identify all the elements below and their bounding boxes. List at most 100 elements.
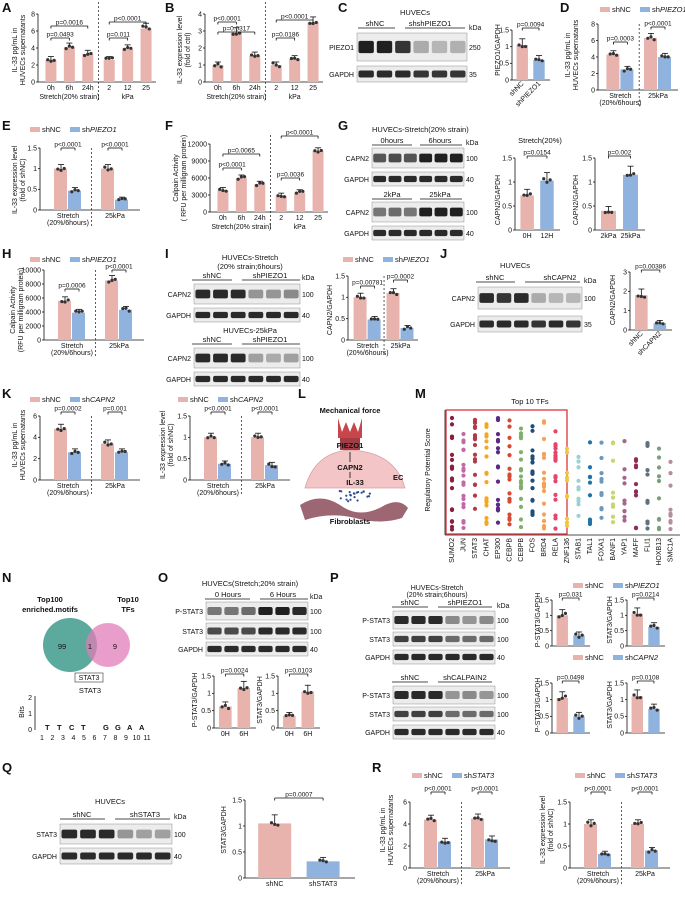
pq2-data-point xyxy=(632,610,636,615)
e-bar xyxy=(101,168,114,210)
p-blot-band xyxy=(428,616,443,624)
p2-blot-band xyxy=(462,710,477,718)
g-blot-label: GAPDH xyxy=(344,231,369,238)
g2-data-point xyxy=(632,172,636,176)
b-y-label: IL-33 expression level xyxy=(177,16,184,85)
iq-legend-sh: sh xyxy=(395,255,403,264)
j-blot-band xyxy=(479,293,494,303)
a-p-value: p<0.0001 xyxy=(114,16,142,23)
a-y-tick-label: 8 xyxy=(31,11,35,18)
e-y-label: (fold of shNC) xyxy=(20,158,27,201)
e-data-point xyxy=(56,167,60,171)
f-data-point xyxy=(279,194,283,198)
i-blot-background xyxy=(193,283,301,305)
rr-bar xyxy=(598,853,611,868)
m-data-point xyxy=(541,483,547,488)
kr-legend-sh: sh xyxy=(230,395,238,404)
h-y-label: Calpain Activity xyxy=(10,286,17,334)
m-data-point xyxy=(599,491,604,496)
n-overlap-count: 1 xyxy=(88,642,92,651)
h-y-tick-label: 10000 xyxy=(22,267,42,274)
p2-blot-label: P-STAT3 xyxy=(362,693,390,700)
o2-y-tick-label: 1 xyxy=(271,691,275,698)
m-x-tick-label: STAB1 xyxy=(576,538,583,560)
pq1-y-tick-label: 1.5 xyxy=(539,597,549,604)
m-data-point xyxy=(472,457,478,462)
rl-legend-sh: sh xyxy=(464,771,472,780)
c-y-tick-label: 1.5 xyxy=(499,27,509,34)
g1-data-point xyxy=(522,193,526,197)
kl-data-point xyxy=(103,440,107,444)
a-data-point xyxy=(129,46,133,50)
d-data-point xyxy=(649,35,653,39)
i-group-label: shPIEZO1 xyxy=(253,271,288,280)
g-blot-background xyxy=(371,225,465,241)
iq-x-tick-label: 25kPa xyxy=(391,343,411,350)
j-blot-band xyxy=(514,320,529,328)
m-data-point xyxy=(564,470,570,475)
m-data-point xyxy=(610,520,616,525)
pq3-legend-gene: CAPN2 xyxy=(633,653,659,662)
a-x-tick-label: 25 xyxy=(142,85,150,92)
e-legend-gene: PIEZO1 xyxy=(90,125,117,134)
m-data-point xyxy=(530,454,535,459)
i-kda-marker: 40 xyxy=(302,377,310,384)
rl-bar xyxy=(471,818,484,868)
m-data-point xyxy=(495,450,501,455)
m-data-point xyxy=(587,465,593,470)
m-x-tick-label: BRD4 xyxy=(541,538,548,557)
c-blot-band xyxy=(358,40,374,54)
panel-label-N: N xyxy=(2,570,11,585)
h-legend-swatch-sh xyxy=(70,257,80,262)
kl-p-value: p=0.001 xyxy=(103,406,127,413)
iq-data-point xyxy=(355,294,359,298)
b-bar xyxy=(212,65,224,82)
j-blot-band xyxy=(496,320,512,328)
o2-y-tick-label: 1.5 xyxy=(265,673,275,680)
b-data-point xyxy=(311,21,315,26)
n-logo-position: 9 xyxy=(124,735,128,742)
rr-legend-swatch-shnc xyxy=(575,773,585,778)
kl-data-point xyxy=(62,427,66,431)
p-blot-band xyxy=(462,616,477,624)
l-ec-label: EC xyxy=(393,473,404,482)
rr-p-value: p<0.0001 xyxy=(584,786,612,793)
m-data-point xyxy=(484,496,489,501)
pq2-p-value: p=0.0214 xyxy=(632,592,660,599)
m-data-point xyxy=(507,424,512,429)
b-x-tick-label: 0h xyxy=(214,85,222,92)
m-data-point xyxy=(472,482,478,487)
m-data-point xyxy=(541,524,547,530)
q-blot-band xyxy=(98,852,115,860)
m-data-point xyxy=(518,468,524,473)
o2-data-point xyxy=(306,691,310,695)
q-blot-background xyxy=(59,823,173,845)
o-blot-band xyxy=(207,645,222,653)
a-data-point xyxy=(82,53,87,58)
o1-x-tick-label: 0H xyxy=(221,731,230,738)
h-data-point xyxy=(110,278,114,282)
m-data-point xyxy=(576,487,581,492)
pq3-legend-swatch-sh xyxy=(613,655,623,660)
pq2-y-tick-label: 0.5 xyxy=(614,628,624,635)
b-bar xyxy=(307,22,319,82)
q-data-point xyxy=(269,821,274,825)
kr-bar xyxy=(251,437,264,480)
p-blot-band xyxy=(411,635,426,643)
c-y-tick-label: 0 xyxy=(505,77,509,84)
kl-data-point xyxy=(59,428,63,433)
g-blot-title: HUVECs-Stretch(20% strain) xyxy=(372,125,469,134)
pq1-legend-swatch-sh xyxy=(613,583,623,588)
c-kda-marker: 35 xyxy=(469,72,477,79)
j-kda-title: kDa xyxy=(584,278,597,285)
iq-data-point xyxy=(362,296,366,300)
c-blot-title: HUVECs xyxy=(400,8,430,17)
d-data-point xyxy=(622,69,626,73)
m-data-point xyxy=(564,475,570,480)
d-data-point xyxy=(625,67,630,71)
m-data-point xyxy=(541,452,547,457)
m-data-point xyxy=(530,510,535,516)
c-blot-background xyxy=(356,65,468,83)
m-data-point xyxy=(461,505,466,510)
h-data-point xyxy=(124,306,128,310)
